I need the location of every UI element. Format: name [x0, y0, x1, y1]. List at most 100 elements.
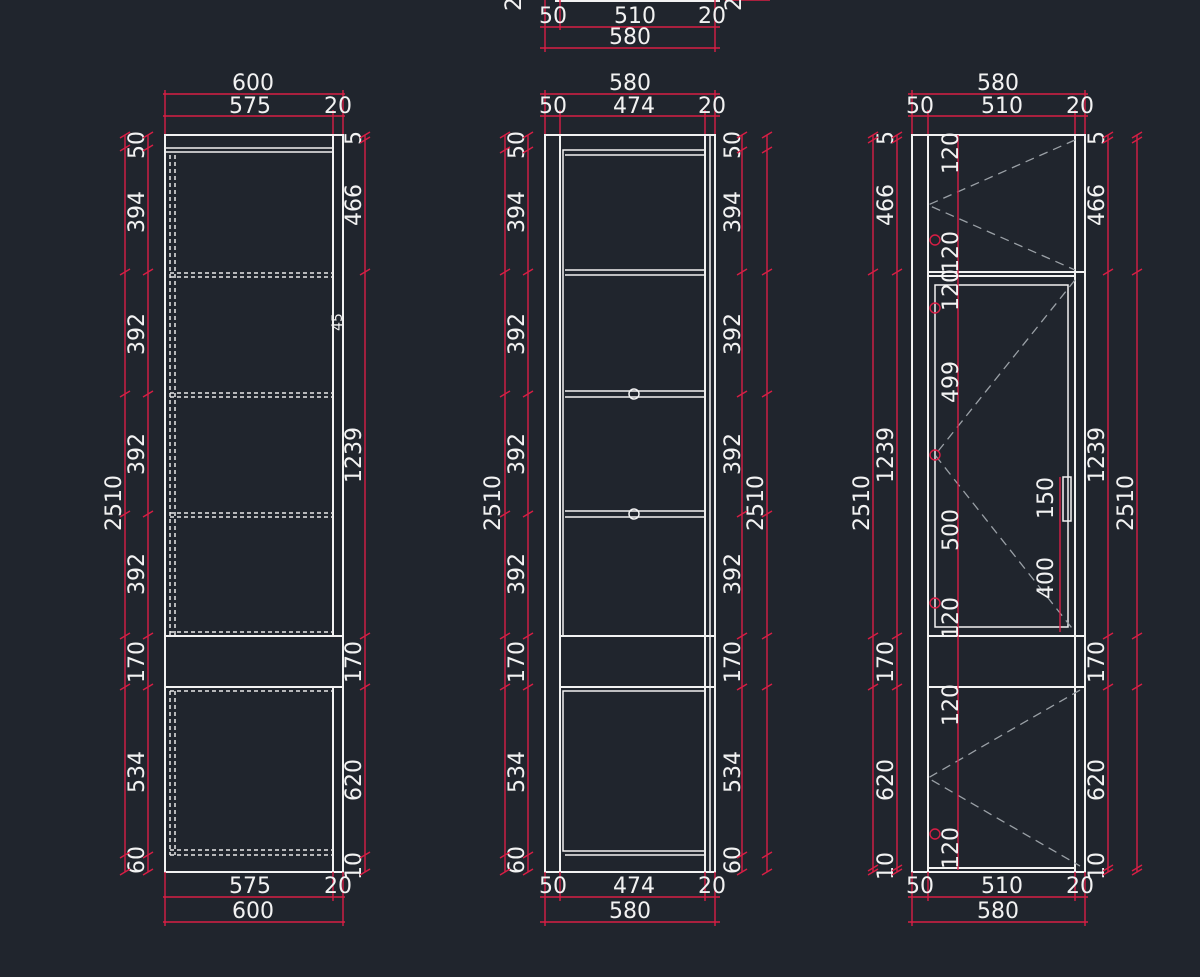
dim-label: 20: [698, 94, 726, 119]
dim-tick: [359, 131, 371, 139]
dim-label: 50: [539, 874, 567, 899]
dim-tick: [1131, 136, 1143, 144]
dim-label: 466: [874, 184, 899, 226]
dim-tick: [499, 868, 511, 876]
right-elevation-view: 580 50 510 20 120 120 120 499: [850, 71, 1139, 926]
dim-tick: [761, 268, 773, 276]
hinge-icon: [929, 449, 941, 461]
dim-label: 2: [722, 0, 747, 11]
dim-tick: [736, 146, 748, 154]
dim-tick: [499, 146, 511, 154]
dim-tick: [142, 390, 154, 398]
dimension-ticks: [119, 131, 1143, 876]
middle-elevation-view: 580 50 474 20 50 394 392 392 392 170 534…: [481, 71, 769, 926]
dim-label: 580: [977, 71, 1019, 96]
dim-tick: [736, 510, 748, 518]
dim-tick: [1102, 868, 1114, 876]
dim-label: 510: [981, 94, 1023, 119]
dim-label: 580: [609, 71, 651, 96]
dim-tick: [359, 268, 371, 276]
dim-label: 2510: [102, 475, 127, 531]
dim-label: 394: [505, 191, 530, 233]
dim-label: 2510: [850, 475, 875, 531]
dim-label: 620: [1085, 759, 1110, 801]
dim-tick: [1102, 864, 1114, 872]
dim-label: 50: [539, 4, 567, 29]
dim-label: 120: [939, 827, 964, 869]
dim-label: 120: [939, 597, 964, 639]
dim-label: 2510: [744, 475, 769, 531]
dim-tick: [867, 136, 879, 144]
dim-label: 500: [939, 509, 964, 551]
dim-tick: [891, 268, 903, 276]
dim-tick: [119, 144, 131, 152]
dim-tick: [1131, 268, 1143, 276]
dim-label: 20: [324, 94, 352, 119]
marker-label: 45: [330, 313, 346, 331]
dim-tick: [142, 632, 154, 640]
dim-tick: [499, 632, 511, 640]
dim-tick: [761, 146, 773, 154]
dim-label: 392: [125, 553, 150, 595]
dim-label: 620: [874, 759, 899, 801]
dim-tick: [1102, 268, 1114, 276]
dim-tick: [142, 131, 154, 139]
dim-tick: [359, 136, 371, 144]
dim-tick: [761, 851, 773, 859]
dim-label: 400: [1034, 557, 1059, 599]
dim-tick: [761, 390, 773, 398]
dim-tick: [736, 632, 748, 640]
dim-tick: [867, 868, 879, 876]
dim-label: 50: [539, 94, 567, 119]
dim-label: 2510: [481, 475, 506, 531]
dim-label: 170: [342, 641, 367, 683]
dim-label: 120: [939, 231, 964, 273]
dim-label: 392: [721, 553, 746, 595]
dim-label: 20: [1066, 94, 1094, 119]
dim-tick: [761, 632, 773, 640]
dim-tick: [867, 683, 879, 691]
dim-label: 600: [232, 71, 274, 96]
dim-tick: [522, 683, 534, 691]
dim-tick: [359, 683, 371, 691]
shelf-pin-icon: [628, 388, 640, 400]
hinge-icon: [929, 597, 941, 609]
dim-tick: [359, 868, 371, 876]
dim-tick: [736, 268, 748, 276]
dim-label: 120: [939, 269, 964, 311]
dim-tick: [1131, 868, 1143, 876]
dim-tick: [891, 864, 903, 872]
hinge-markers: [929, 135, 959, 870]
dim-tick: [119, 632, 131, 640]
dim-label: 1239: [1085, 427, 1110, 483]
dim-label: 392: [125, 433, 150, 475]
door-swing-guide: [926, 689, 1081, 867]
dim-label: 580: [609, 899, 651, 924]
dim-label: 2: [502, 0, 527, 11]
dim-label: 534: [125, 751, 150, 793]
dim-tick: [736, 390, 748, 398]
dim-tick: [522, 268, 534, 276]
dim-label: 150: [1034, 477, 1059, 519]
dim-label: 394: [125, 191, 150, 233]
dim-tick: [867, 131, 879, 139]
dim-tick: [867, 864, 879, 872]
dim-label: 392: [721, 313, 746, 355]
dim-label: 620: [342, 759, 367, 801]
dim-tick: [1131, 131, 1143, 139]
dim-label: 510: [981, 874, 1023, 899]
dim-tick: [891, 632, 903, 640]
left-elevation-view: 600 575 20 50 394 392 392 392 170: [102, 71, 367, 926]
dim-tick: [522, 146, 534, 154]
cabinet-outline: [911, 134, 1086, 873]
dim-tick: [736, 131, 748, 139]
dim-tick: [142, 868, 154, 876]
dim-tick: [119, 131, 131, 139]
dim-tick: [142, 683, 154, 691]
dim-tick: [1102, 136, 1114, 144]
dim-tick: [119, 851, 131, 859]
cabinet-outline: [544, 134, 716, 873]
dim-tick: [119, 268, 131, 276]
dim-label: 60: [721, 846, 746, 874]
